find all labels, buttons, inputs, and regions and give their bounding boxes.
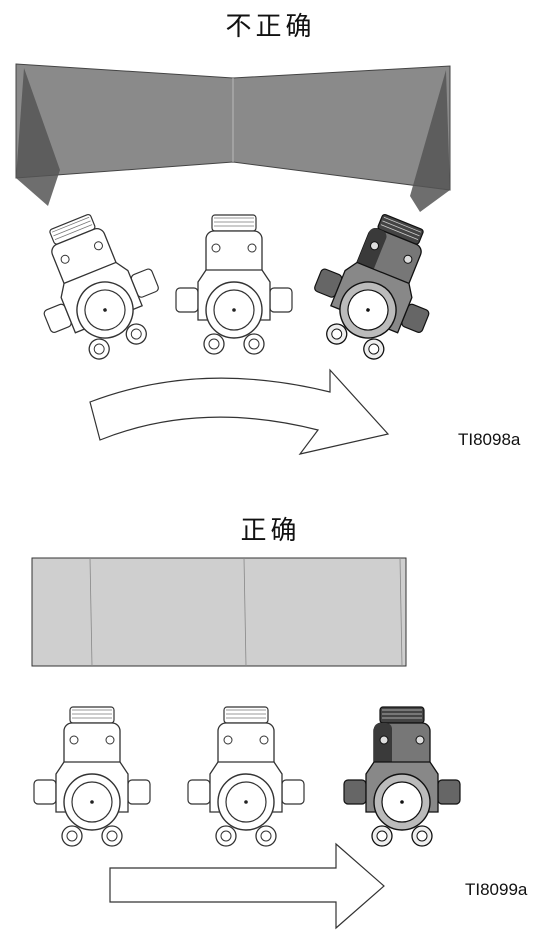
correct-title: 正确 xyxy=(240,516,301,546)
left-spray-cone xyxy=(16,68,60,206)
spray-gun-icon xyxy=(343,706,461,847)
spray-gun-icon xyxy=(14,199,176,374)
correct-panel: 正确 TI8099a xyxy=(0,470,541,937)
figure-id-correct: TI8099a xyxy=(465,880,528,899)
incorrect-title: 不正确 xyxy=(225,12,316,42)
direction-arrow-icon xyxy=(89,368,390,455)
spray-gun-icon xyxy=(33,706,151,847)
spray-gun-icon xyxy=(187,706,305,847)
spray-gun-icon xyxy=(175,214,293,355)
incorrect-diagram xyxy=(14,63,459,455)
correct-diagram xyxy=(31,557,461,930)
direction-arrow-icon xyxy=(109,842,385,930)
spray-gun-icon xyxy=(297,199,459,374)
figure-id-incorrect: TI8098a xyxy=(458,430,521,449)
incorrect-panel: 不正确 TI8098a xyxy=(14,12,521,455)
correct-spray-pattern xyxy=(31,557,407,667)
right-spray-cone xyxy=(410,70,450,212)
